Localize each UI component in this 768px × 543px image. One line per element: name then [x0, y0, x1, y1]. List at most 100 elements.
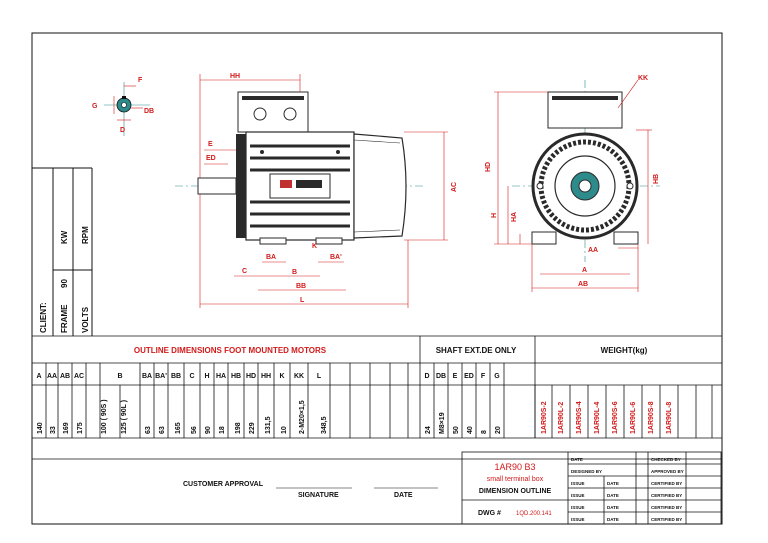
value-cell: 2-M20×1,5	[299, 400, 306, 434]
header-a: A	[36, 373, 41, 380]
volts-label: VOLTS	[81, 306, 90, 333]
signature-label: SIGNATURE	[298, 492, 339, 499]
rpm-label: RPM	[81, 226, 90, 244]
value-cell: 165	[175, 422, 182, 434]
value-cell: 169	[63, 422, 70, 434]
kw-label: KW	[60, 230, 69, 244]
value-cell: 125 ( 90L )	[121, 400, 128, 434]
dim-h: H	[491, 213, 498, 218]
customer-approval-label: CUSTOMER APPROVAL	[183, 481, 264, 488]
motor-end-view	[512, 80, 660, 262]
tb-designed-by: DESIGNED BY	[571, 469, 602, 474]
tb-issue: ISSUE	[571, 517, 585, 522]
shaft-value-cell: 8	[481, 430, 488, 434]
tb-approved-by: APPROVED BY	[651, 469, 684, 474]
weight-model-cell: 1AR90L-8	[666, 402, 673, 434]
dim-ab: AB	[578, 281, 588, 288]
frame-label: FRAME	[60, 304, 69, 333]
tb-date: DATE	[571, 457, 583, 462]
tb-issue-date: DATE	[607, 493, 619, 498]
title-subtitle: small terminal box	[487, 476, 544, 483]
value-cell: 63	[145, 426, 152, 434]
tb-certified-by: CERTIFIED BY	[651, 505, 682, 510]
shaft-ext-title: SHAFT EXT.DE ONLY	[436, 346, 517, 355]
title-block	[461, 451, 722, 525]
value-cell: 175	[77, 422, 84, 434]
value-cell: 33	[50, 426, 57, 434]
outline-dimensions-title: OUTLINE DIMENSIONS FOOT MOUNTED MOTORS	[134, 346, 327, 355]
sheet-border	[31, 32, 723, 525]
dim-c: C	[242, 268, 247, 275]
tb-issue-date: DATE	[607, 505, 619, 510]
value-cell: 56	[191, 426, 198, 434]
value-cell: 18	[219, 426, 226, 434]
shaft-header-f: F	[481, 373, 486, 380]
shaft-value-cell: 50	[453, 426, 460, 434]
value-cell: 140	[37, 422, 44, 434]
motor-side-view	[175, 91, 425, 245]
header-ba-prime: BA'	[155, 373, 167, 380]
weight-model-cell: 1AR90L-2	[558, 402, 565, 434]
value-cell: 348,5	[321, 416, 328, 434]
table-grid	[32, 335, 722, 460]
value-cell: 90	[205, 426, 212, 434]
tb-certified-by: CERTIFIED BY	[651, 517, 682, 522]
weight-model-cell: 1AR90L-4	[594, 402, 601, 434]
tb-issue-date: DATE	[607, 517, 619, 522]
table-columns	[31, 336, 713, 438]
tb-issue-date: DATE	[607, 481, 619, 486]
shaft-header-db: DB	[436, 373, 446, 380]
value-cell: 10	[281, 426, 288, 434]
dim-d: D	[120, 127, 125, 134]
dim-ed: ED	[206, 155, 216, 162]
end-view-dims	[494, 79, 652, 292]
header-ab: AB	[60, 373, 70, 380]
shaft-value-cell: 20	[495, 426, 502, 434]
weight-model-cell: 1AR90L-6	[630, 402, 637, 434]
dim-b: B	[292, 269, 297, 276]
weight-title: WEIGHT(kg)	[601, 346, 648, 355]
shaft-value-cell: M8×19	[439, 412, 446, 434]
dim-k: K	[312, 243, 317, 250]
dim-e: E	[208, 141, 213, 148]
tb-checked-by: CHECKED BY	[651, 457, 681, 462]
shaft-header-g: G	[494, 373, 500, 380]
header-b: B	[117, 373, 122, 380]
value-cell: 229	[249, 422, 256, 434]
dim-bb: BB	[296, 283, 306, 290]
header-kk: KK	[294, 373, 304, 380]
dwg-number: 1QD.200.141	[516, 511, 552, 517]
header-c: C	[189, 373, 194, 380]
header-l: L	[317, 373, 322, 380]
dim-hd: HD	[485, 162, 492, 172]
tb-certified-by: CERTIFIED BY	[651, 481, 682, 486]
shaft-header-e: E	[453, 373, 458, 380]
shaft-end-detail	[104, 82, 150, 136]
header-k: K	[279, 373, 284, 380]
weight-model-cell: 1AR90S-8	[648, 401, 655, 434]
header-aa: AA	[47, 373, 57, 380]
dim-a: A	[582, 267, 587, 274]
weight-model-cell: 1AR90S-2	[541, 401, 548, 434]
client-label: CLIENT:	[39, 302, 48, 333]
dwg-label: DWG #	[478, 510, 501, 517]
header-ba: BA	[142, 373, 152, 380]
dim-hh: HH	[230, 73, 240, 80]
shaft-value-cell: 40	[467, 426, 474, 434]
header-ha: HA	[216, 373, 226, 380]
frame-value: 90	[60, 279, 69, 288]
shaft-header-ed: ED	[464, 373, 474, 380]
weight-model-cell: 1AR90S-4	[576, 401, 583, 434]
header-bb: BB	[171, 373, 181, 380]
dim-ba-prime: BA'	[330, 254, 342, 261]
value-cell: 198	[235, 422, 242, 434]
header-hd: HD	[246, 373, 256, 380]
tb-issue: ISSUE	[571, 481, 585, 486]
shaft-value-cell: 24	[425, 426, 432, 434]
shaft-header-d: D	[424, 373, 429, 380]
date-label: DATE	[394, 492, 413, 499]
header-h: H	[204, 373, 209, 380]
dim-ac: AC	[451, 182, 458, 192]
